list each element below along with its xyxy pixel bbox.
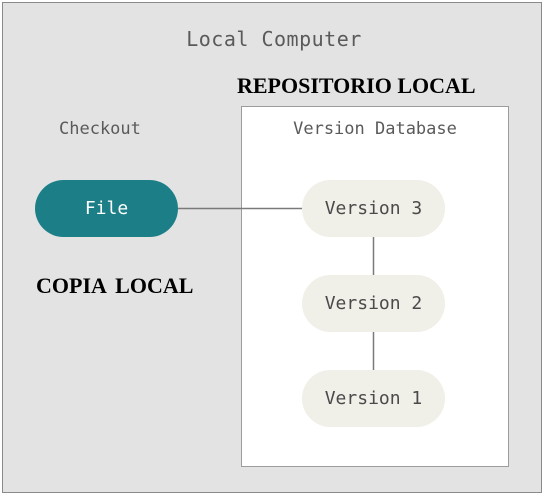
version-3-node: Version 3 — [302, 180, 445, 237]
version-1-node: Version 1 — [302, 370, 445, 427]
diagram-title: Local Computer — [186, 27, 362, 51]
repositorio-local-label: REPOSITORIO LOCAL — [237, 73, 476, 98]
file-node-label: File — [84, 198, 129, 219]
version-database-title: Version Database — [293, 119, 457, 139]
copia-local-label: COPIA LOCAL — [36, 273, 194, 298]
checkout-label: Checkout — [59, 119, 141, 139]
version-2-node: Version 2 — [302, 275, 445, 332]
version-3-label: Version 3 — [324, 198, 423, 219]
file-node: File — [35, 180, 178, 237]
version-1-label: Version 1 — [324, 388, 423, 409]
version-2-label: Version 2 — [324, 293, 423, 314]
